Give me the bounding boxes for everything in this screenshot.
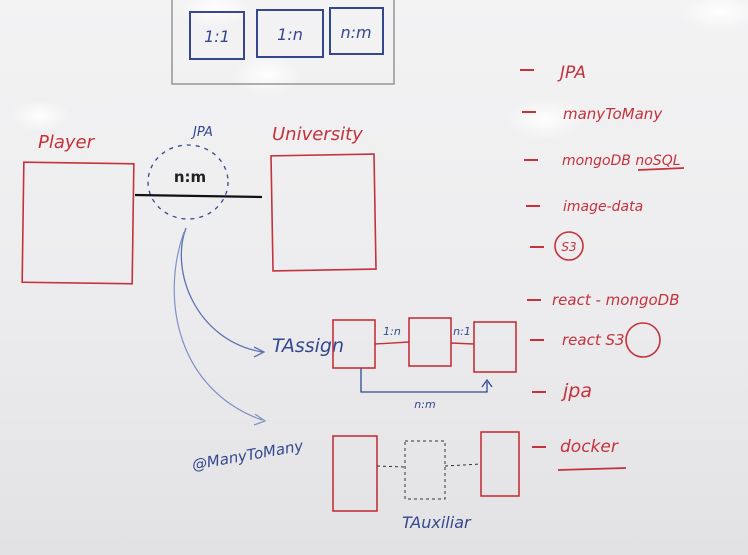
auxiliar-link-1 [376,465,406,468]
tassign-nm-arrow [360,368,488,393]
legend-label-n-m: n:m [340,23,371,42]
legend-label-1-1: 1:1 [204,27,230,46]
tassign-nm-arrow-head [481,378,493,388]
todo-underline [637,167,685,171]
entity-box-player [21,161,135,285]
todo-item: manyToMany [563,105,663,123]
relation-label-nm: n:m [174,168,206,186]
todo-circle [554,231,584,261]
legend-box-n-m [329,7,384,55]
legend-box-1-n [256,9,324,58]
relation-line [134,193,263,199]
tassign-box-middle [408,317,452,367]
entity-label-player: Player [38,132,96,153]
arrow-head-auxiliar [253,413,267,426]
light-glare-2 [232,55,302,95]
auxiliar-box-right [480,431,520,497]
tassign-label-nm: n:m [414,398,435,411]
todo-item: react - mongoDB [552,291,680,309]
todo-item: JPA [557,63,586,83]
entity-label-university: University [272,124,363,145]
todo-underline [557,467,627,471]
tassign-link-2 [450,342,475,345]
relation-dashed-circle [147,144,229,220]
relation-annotation-jpa: JPA [190,125,213,140]
auxiliar-link-2 [444,463,482,467]
todo-item: jpa [560,380,592,402]
legend-label-1-n: 1:n [277,25,303,44]
arrow-head-tassign [253,346,266,358]
legend-box-1-1 [189,11,245,60]
auxiliar-box-middle [404,440,446,500]
todo-item: react S3 [562,331,625,349]
todo-item: mongoDB noSQL [562,153,681,169]
todo-circle [625,322,661,358]
tassign-link-1 [374,341,410,345]
todo-item: image-data [563,199,643,215]
join-label-tassign: TAssign [272,335,344,357]
join-label-tauxiliar: TAuxiliar [402,513,472,532]
todo-item: docker [560,437,619,457]
tassign-label-1n: 1:n [383,325,401,338]
tassign-box-right [473,321,517,373]
entity-box-university [270,153,377,272]
tassign-label-n1: n:1 [453,325,471,338]
legend-frame [171,0,395,85]
todo-item: S3 [561,240,576,254]
annotation-manytomany: @ManyToMany [191,436,306,473]
auxiliar-box-left [332,435,378,512]
arrow-to-tassign [180,227,263,353]
light-glare-3 [10,100,70,132]
light-glare-4 [505,98,585,140]
arrow-to-auxiliar [173,231,263,421]
todo-list: JPA manyToMany mongoDB noSQL image-data … [520,63,685,471]
